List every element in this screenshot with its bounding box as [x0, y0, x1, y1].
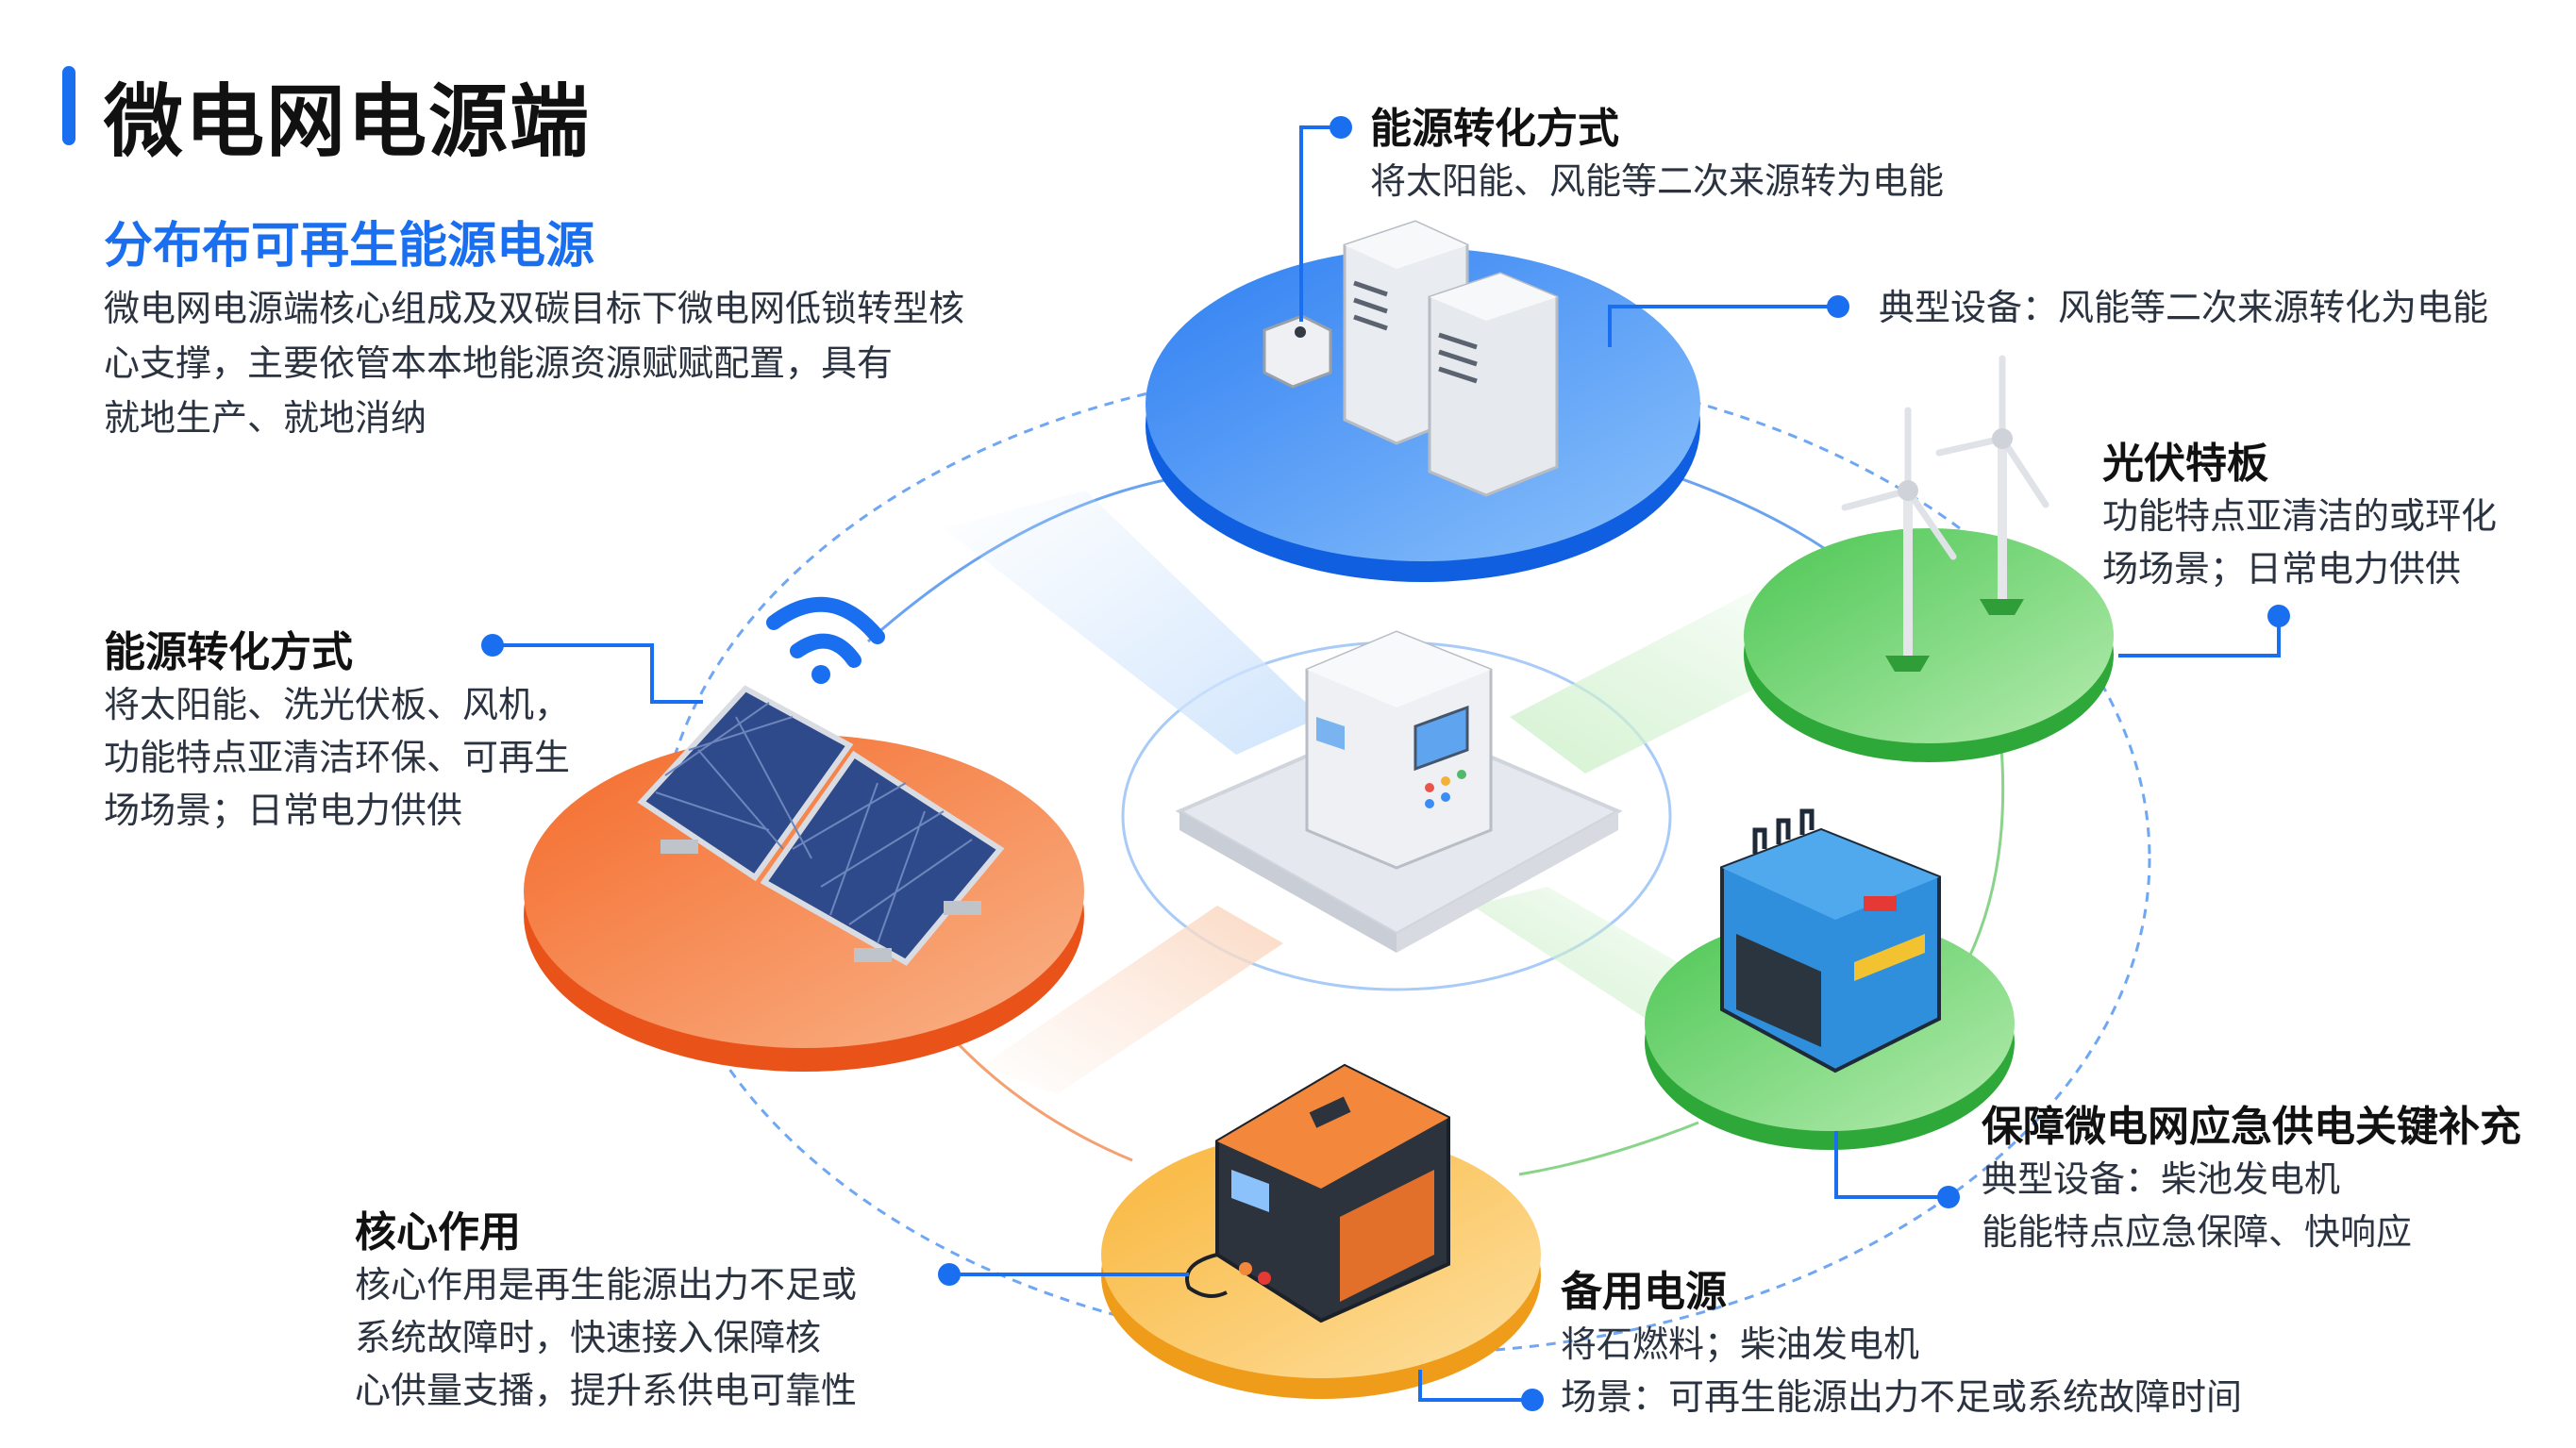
page-title: 微电网电源端	[104, 75, 592, 168]
green-disc-wind	[1744, 355, 2114, 762]
callout-generator: 保障微电网应急供电关键补充 典型设备：柴池发电机 能能特点应急保障、快响应	[1982, 1103, 2521, 1253]
callout-solar: 能源转化方式 将太阳能、洗光伏板、风机， 功能特点亚清洁环保、可再生 场场景；日…	[104, 628, 571, 831]
description: 微电网电源端核心组成及双碳目标下微电网低锁转型核 心支撑，主要依管本本地能源资源…	[104, 288, 965, 439]
energy-beam	[981, 906, 1283, 1094]
callout-device: 典型设备：风能等二次来源转化为电能	[1879, 287, 2489, 328]
wind-turbine-icon	[1841, 355, 2049, 672]
section-subtitle: 分布布可再生能源电源	[104, 218, 595, 275]
central-controller	[1175, 630, 1623, 953]
energy-beam	[944, 491, 1321, 755]
green-disc-generator	[1645, 808, 2015, 1150]
diesel-generator-icon	[1720, 808, 1941, 1074]
solar-panel-icon	[637, 685, 1005, 966]
yellow-disc-backup	[1101, 1063, 1541, 1399]
leader-lines	[493, 125, 2281, 1402]
server-cabinet-icon	[1263, 220, 1559, 497]
blue-disc-conversion	[1146, 220, 1700, 582]
outer-dashed-ring	[657, 361, 2151, 1356]
callout-core-role: 核心作用 核心作用是再生能源出力不足或 系统故障时，快速接入保障核 心供量支播，…	[355, 1208, 858, 1411]
callout-wind: 光伏特板 功能特点亚清洁的或玶化 场场景；日常电力供供	[2102, 440, 2498, 590]
wifi-icon	[766, 596, 885, 684]
orange-disc-solar	[524, 685, 1084, 1072]
portable-power-station-icon	[1185, 1063, 1450, 1323]
callout-conversion: 能源转化方式 将太阳能、风能等二次来源转为电能	[1370, 105, 1945, 202]
callout-backup: 备用电源 将石燃料；柴油发电机 场景：可再生能源出力不足或系统故障时间	[1561, 1268, 2243, 1418]
connector-arc	[1518, 1121, 1699, 1176]
leader-dots	[481, 116, 2290, 1411]
connector-arc	[942, 1027, 1133, 1162]
title-accent-bar	[62, 66, 75, 145]
